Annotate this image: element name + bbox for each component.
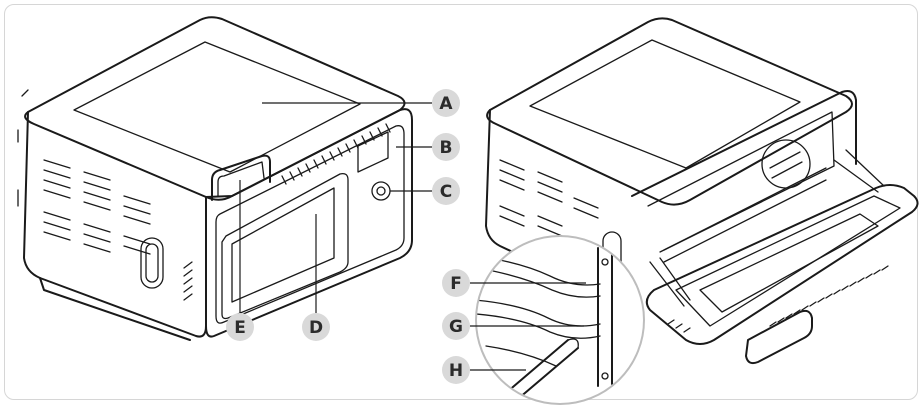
front-vent-slots <box>281 123 391 185</box>
callout-d: D <box>302 313 330 341</box>
callout-h-label: H <box>449 361 463 381</box>
callout-c-label: C <box>440 182 452 202</box>
callout-b: B <box>432 133 460 161</box>
closed-oven-illustration <box>17 16 413 341</box>
callout-e: E <box>226 313 254 341</box>
callout-f: F <box>442 269 470 297</box>
callout-d-label: D <box>309 318 323 338</box>
callout-e-label: E <box>234 318 246 338</box>
callout-a: A <box>432 89 460 117</box>
callout-c: C <box>432 177 460 205</box>
callout-f-label: F <box>450 274 462 294</box>
callout-b-label: B <box>440 138 453 158</box>
side-vent-slots <box>43 159 151 255</box>
callout-a-label: A <box>439 94 453 114</box>
rack-detail-magnifier <box>475 235 645 405</box>
open-oven-illustration <box>485 17 919 365</box>
callout-g: G <box>442 312 470 340</box>
callout-h: H <box>442 356 470 384</box>
leader-lines <box>239 102 586 371</box>
callout-g-label: G <box>449 317 463 337</box>
